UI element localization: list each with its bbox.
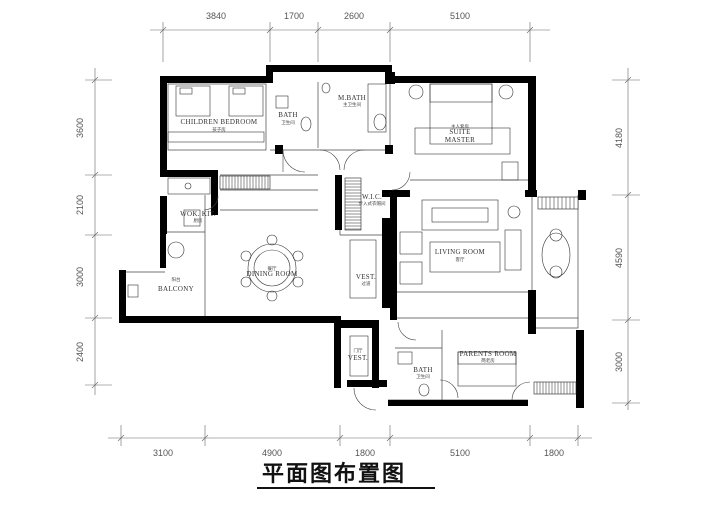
room-labels: CHILDREN BEDROOM 孩子房 BATH 卫生间 M.BATH 主卫生…: [158, 94, 517, 380]
interior-lines: [126, 82, 579, 401]
label-living-room: LIVING ROOM: [435, 248, 486, 256]
label-vest-mid: VEST.: [356, 273, 376, 281]
dim-bottom-1: 4900: [262, 448, 282, 458]
label-suite-master-zh: 主人套房: [451, 123, 469, 130]
window-stripes: [222, 176, 575, 394]
label-parents-room: PARENTS ROOM: [460, 350, 517, 358]
dim-top-2: 2600: [344, 11, 364, 21]
walls: [119, 65, 586, 408]
label-children-bedroom: CHILDREN BEDROOM: [181, 118, 258, 126]
label-wok-kit-zh: 厨房: [194, 217, 203, 224]
label-dining-room-zh: 餐厅: [268, 265, 277, 272]
dimension-labels: 3840 1700 2600 5100 3100 4900 1800 5100 1800 3600…: [75, 11, 624, 458]
label-bath-top-zh: 卫生间: [281, 119, 295, 126]
dim-top-1: 1700: [284, 11, 304, 21]
label-living-room-zh: 客厅: [456, 256, 465, 263]
dim-bottom-2: 1800: [355, 448, 375, 458]
label-bath-low: BATH: [413, 366, 432, 374]
label-parents-room-zh: 两老房: [481, 357, 495, 364]
label-children-bedroom-zh: 孩子房: [212, 126, 226, 133]
furniture: [127, 82, 571, 397]
title-underline: [257, 487, 435, 489]
label-vest-low-zh: 门厅: [354, 347, 363, 354]
dim-left-2: 3000: [75, 267, 85, 287]
dim-top-0: 3840: [206, 11, 226, 21]
dim-bottom-0: 3100: [153, 448, 173, 458]
label-dining-room: DINING ROOM: [247, 270, 298, 278]
dim-right-0: 4180: [614, 128, 624, 148]
label-m-bath-zh: 主卫生间: [343, 101, 361, 108]
dim-bottom-3: 5100: [450, 448, 470, 458]
label-master: MASTER: [445, 136, 475, 144]
dim-top-3: 5100: [450, 11, 470, 21]
label-wok-kit: WOK. KIT.: [180, 210, 216, 218]
label-vest-mid-zh: 过道: [362, 280, 371, 287]
dim-bottom-4: 1800: [544, 448, 564, 458]
label-bath-top: BATH: [278, 111, 297, 119]
doors: [203, 149, 531, 411]
label-suite: SUITE: [449, 128, 470, 136]
label-m-bath: M.BATH: [338, 94, 366, 102]
label-balcony: BALCONY: [158, 285, 194, 293]
label-bath-low-zh: 卫生间: [416, 373, 430, 380]
plan-title: 平面图布置图: [262, 462, 407, 487]
label-vest-low: VEST.: [348, 354, 368, 362]
dim-left-1: 2100: [75, 195, 85, 215]
dimension-lines: [85, 22, 640, 446]
label-wic: W.I.C.: [362, 193, 382, 201]
label-balcony-zh: 阳台: [172, 276, 181, 283]
dim-left-0: 3600: [75, 118, 85, 138]
dim-left-3: 2400: [75, 342, 85, 362]
dim-right-1: 4590: [614, 248, 624, 268]
windows: [219, 175, 579, 395]
label-wic-zh: 步入式衣帽间: [359, 200, 386, 207]
dim-right-2: 3000: [614, 352, 624, 372]
